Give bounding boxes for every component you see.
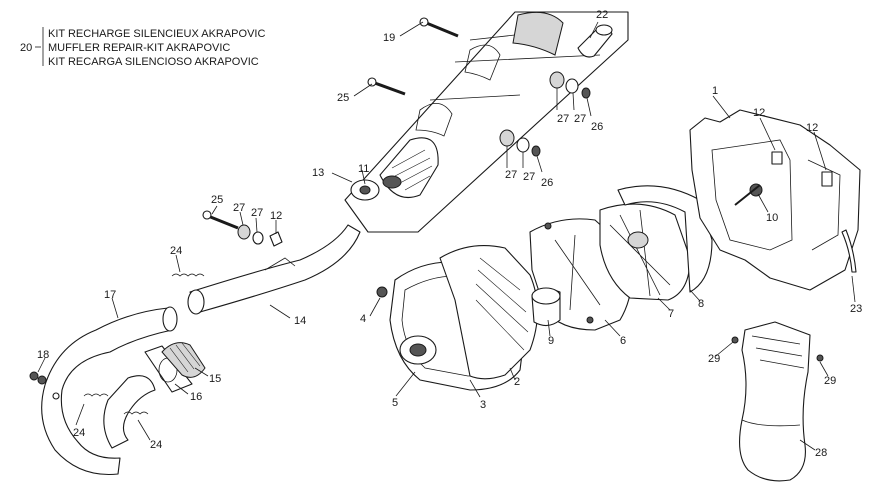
mid-pipe — [187, 224, 361, 315]
callout-22: 22 — [596, 9, 608, 21]
callout-4: 4 — [360, 313, 366, 325]
callout-numbers: 1 2 3 4 5 6 7 8 9 10 11 12 12 12 13 14 1… — [37, 9, 862, 459]
callout-26-lower: 26 — [541, 177, 553, 189]
callout-24-left: 24 — [73, 427, 85, 439]
callout-15: 15 — [209, 373, 221, 385]
callout-7: 7 — [668, 308, 674, 320]
callout-27-pipe-a: 27 — [233, 202, 245, 214]
filter-element-8 — [617, 185, 713, 293]
nut-4 — [376, 286, 388, 298]
callout-9: 9 — [548, 335, 554, 347]
callout-14: 14 — [294, 315, 306, 327]
callout-16: 16 — [190, 391, 202, 403]
callout-12-airbox: 12 — [753, 107, 765, 119]
silencer-body — [344, 11, 629, 233]
callout-17: 17 — [104, 289, 116, 301]
callout-28: 28 — [815, 447, 827, 459]
leader-lines — [37, 21, 856, 451]
callout-26-upper: 26 — [591, 121, 603, 133]
callout-27-lower-a: 27 — [505, 169, 517, 181]
pipe-sleeve — [161, 342, 206, 378]
silencer-bolts — [202, 17, 459, 230]
callout-18: 18 — [37, 349, 49, 361]
front-header-pipe — [41, 306, 178, 476]
drain-tube-23 — [841, 229, 857, 273]
filter-cage-7 — [599, 203, 691, 301]
elbow-9 — [531, 287, 561, 327]
callout-24-right: 24 — [150, 439, 162, 451]
callout-29-right: 29 — [824, 375, 836, 387]
callout-5: 5 — [392, 397, 398, 409]
kit-legend: 20 KIT RECHARGE SILENCIEUX AKRAPOVIC MUF… — [20, 27, 265, 68]
callout-25-silencer: 25 — [337, 92, 349, 104]
studs — [29, 371, 60, 400]
callout-23: 23 — [850, 303, 862, 315]
washers-and-nuts — [237, 71, 591, 247]
callout-25-pipe: 25 — [211, 194, 223, 206]
airbox-1 — [689, 109, 861, 291]
callout-19: 19 — [383, 32, 395, 44]
silencer-sleeve — [577, 24, 613, 58]
callout-12-airbox-right: 12 — [806, 122, 818, 134]
callout-27-upper-a: 27 — [557, 113, 569, 125]
callout-3: 3 — [480, 399, 486, 411]
callout-29-left: 29 — [708, 353, 720, 365]
springs — [83, 273, 205, 415]
kit-line-fr: KIT RECHARGE SILENCIEUX AKRAPOVIC — [48, 28, 265, 40]
intake-duct-28 — [739, 321, 811, 482]
callout-27-lower-b: 27 — [523, 171, 535, 183]
silencer-clamp — [350, 179, 380, 201]
callout-2: 2 — [514, 376, 520, 388]
callout-12-bracket: 12 — [270, 210, 282, 222]
callout-24-top: 24 — [170, 245, 182, 257]
callout-13: 13 — [312, 167, 324, 179]
callout-27-pipe-b: 27 — [251, 207, 263, 219]
kit-number: 20 — [20, 42, 32, 54]
kit-line-en: MUFFLER REPAIR-KIT AKRAPOVIC — [48, 42, 230, 54]
callout-10: 10 — [766, 212, 778, 224]
callout-11: 11 — [358, 163, 369, 175]
screws-29 — [731, 336, 824, 362]
callout-8: 8 — [698, 298, 704, 310]
kit-line-es: KIT RECARGA SILENCIOSO AKRAPOVIC — [48, 56, 259, 68]
callout-1: 1 — [712, 85, 718, 97]
callout-27-upper-b: 27 — [574, 113, 586, 125]
callout-6: 6 — [620, 335, 626, 347]
